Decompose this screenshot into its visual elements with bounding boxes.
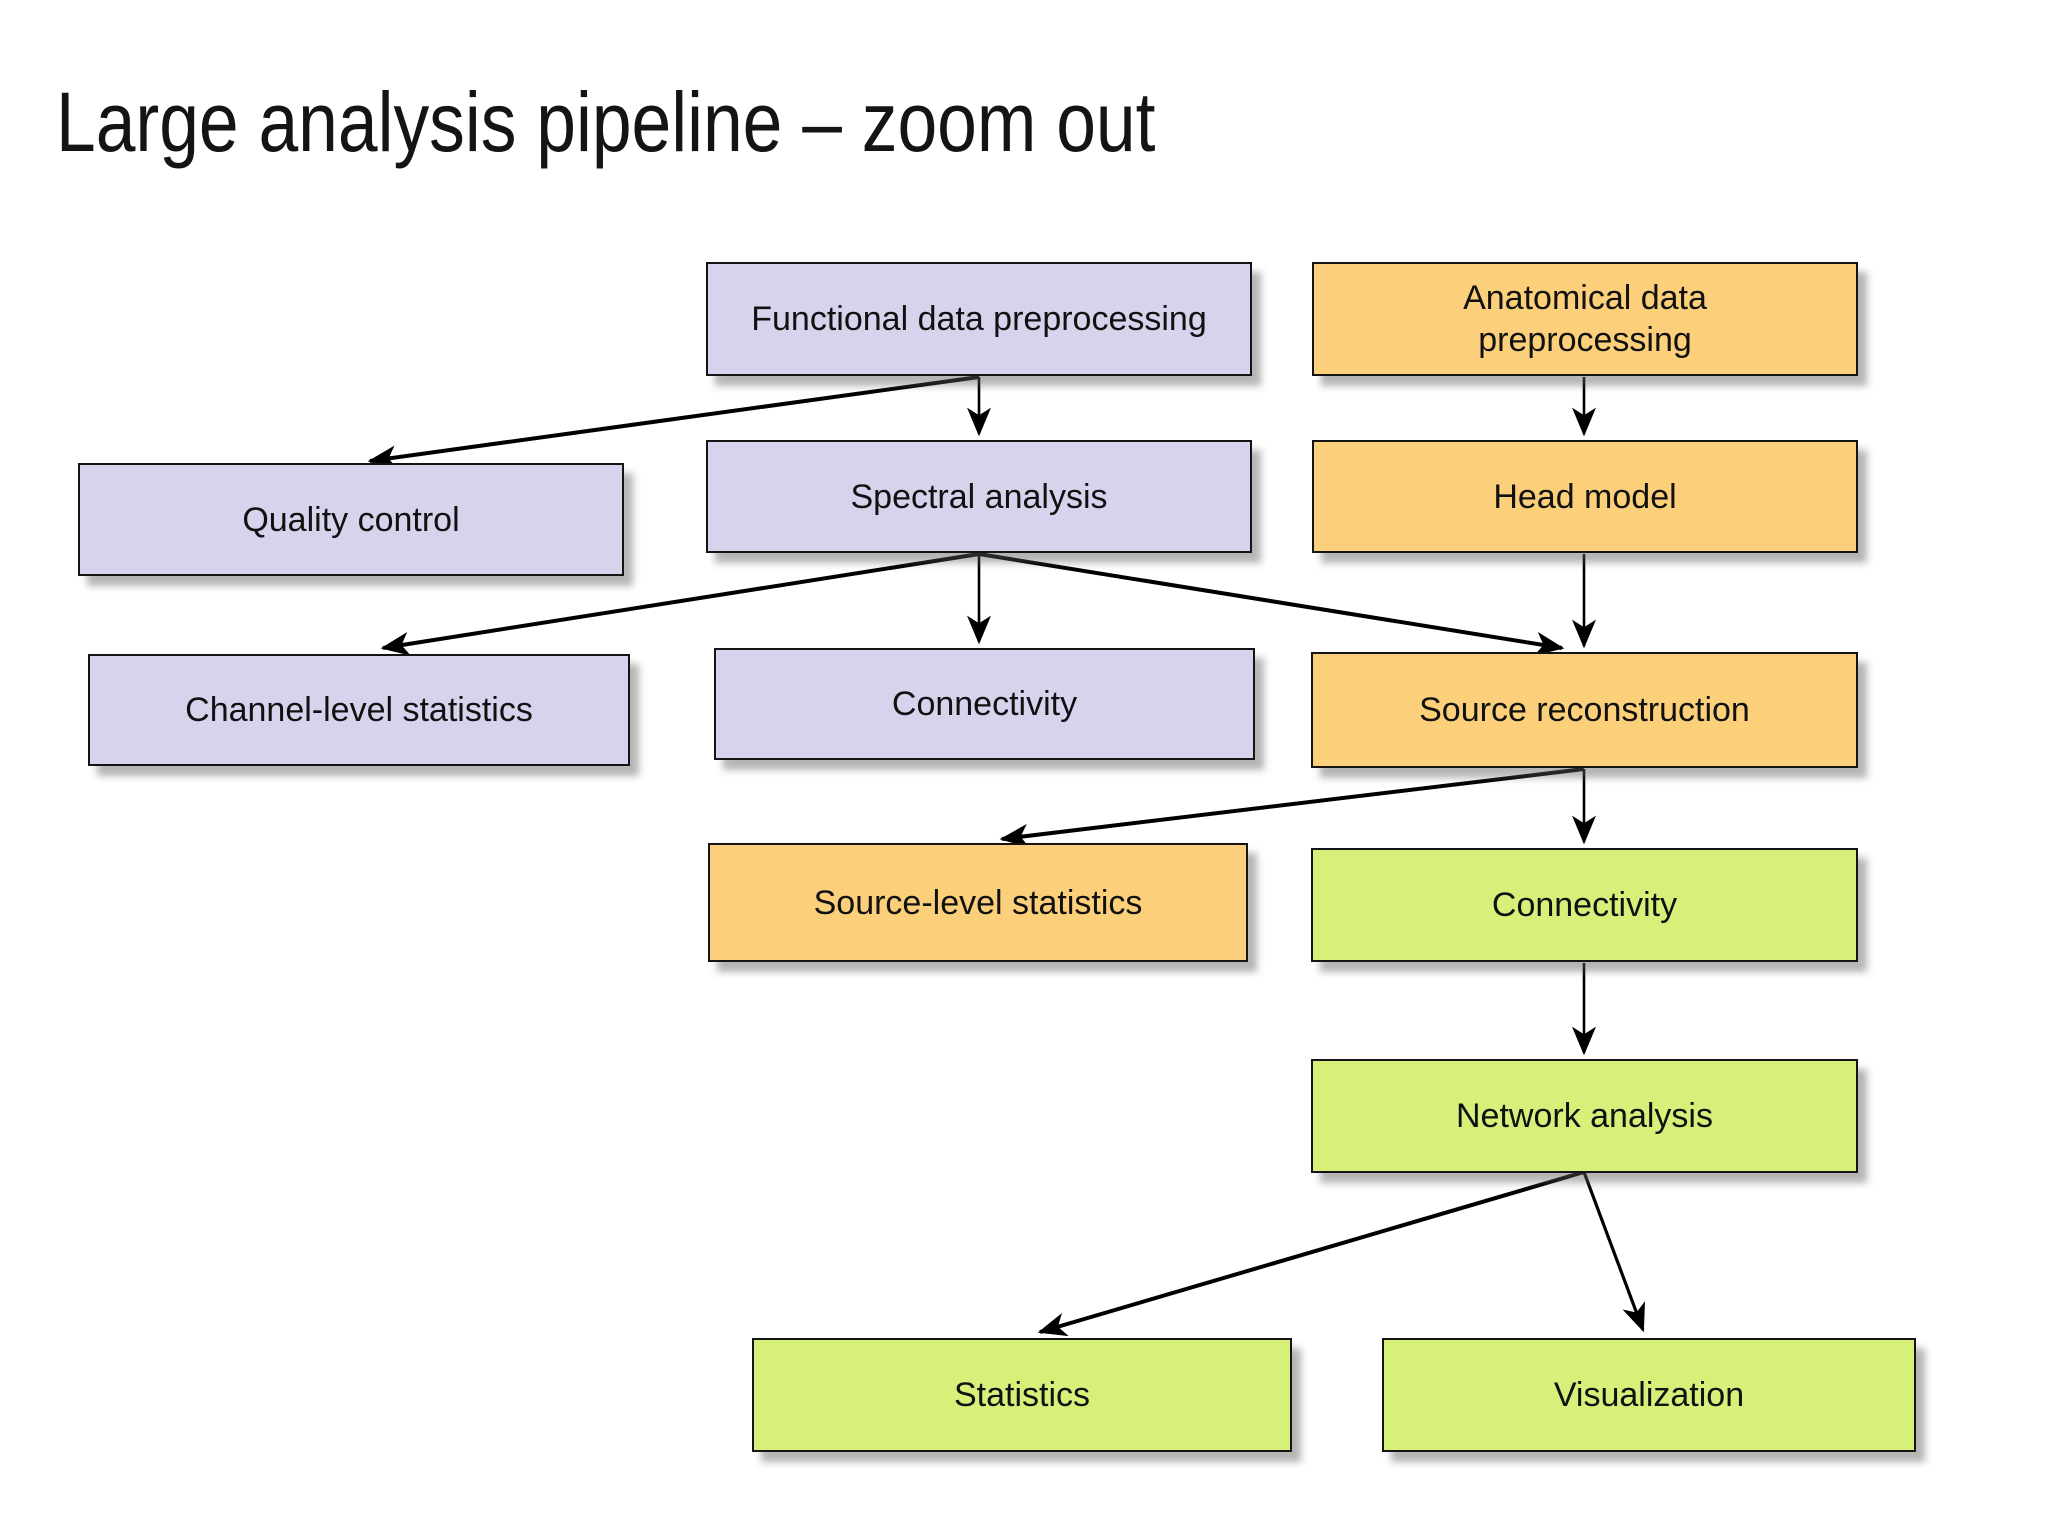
node-label: Channel-level statistics: [185, 691, 533, 729]
node-spectral-analysis: Spectral analysis: [706, 440, 1252, 553]
node-source-reconstruction: Source reconstruction: [1311, 652, 1858, 768]
node-label: Anatomical data preprocessing: [1463, 279, 1707, 359]
node-label: Quality control: [242, 500, 460, 539]
node-functional-data-preprocessing: Functional data preprocessing: [706, 262, 1252, 376]
node-label: Connectivity: [891, 685, 1078, 723]
node-label: Source-level statistics: [813, 883, 1143, 922]
node-channel-level-statistics: Channel-level statistics: [88, 654, 630, 766]
node-network-analysis: Network analysis: [1311, 1059, 1858, 1173]
node-source-level-statistics: Source-level statistics: [708, 843, 1248, 962]
node-quality-control: Quality control: [78, 463, 624, 576]
arrow-source-reconstruction-to-source-level-statistics: [999, 767, 1585, 848]
arrow-network-analysis-to-visualization: [1582, 1171, 1646, 1333]
arrow-spectral-to-channel-level-statistics: [380, 552, 980, 656]
node-connectivity-source: Connectivity: [1311, 848, 1858, 962]
node-connectivity-channel: Connectivity: [714, 648, 1255, 760]
node-visualization: Visualization: [1382, 1338, 1916, 1452]
node-label: Connectivity: [1491, 886, 1678, 924]
arrow-functional-to-quality-control: [367, 375, 980, 470]
node-label: Spectral analysis: [850, 477, 1108, 516]
node-label: Head model: [1493, 477, 1677, 516]
node-label: Network analysis: [1456, 1097, 1713, 1135]
node-label: Source reconstruction: [1419, 691, 1750, 729]
arrow-spectral-to-source-reconstruction: [978, 552, 1565, 656]
arrow-network-analysis-to-statistics: [1037, 1170, 1585, 1337]
node-statistics: Statistics: [752, 1338, 1292, 1452]
node-head-model: Head model: [1312, 440, 1858, 553]
page-title: Large analysis pipeline – zoom out: [56, 75, 1156, 169]
node-label: Functional data preprocessing: [751, 300, 1207, 338]
node-anatomical-data-preprocessing: Anatomical data preprocessing: [1312, 262, 1858, 376]
node-label: Statistics: [953, 1376, 1091, 1414]
node-label: Visualization: [1553, 1376, 1745, 1414]
